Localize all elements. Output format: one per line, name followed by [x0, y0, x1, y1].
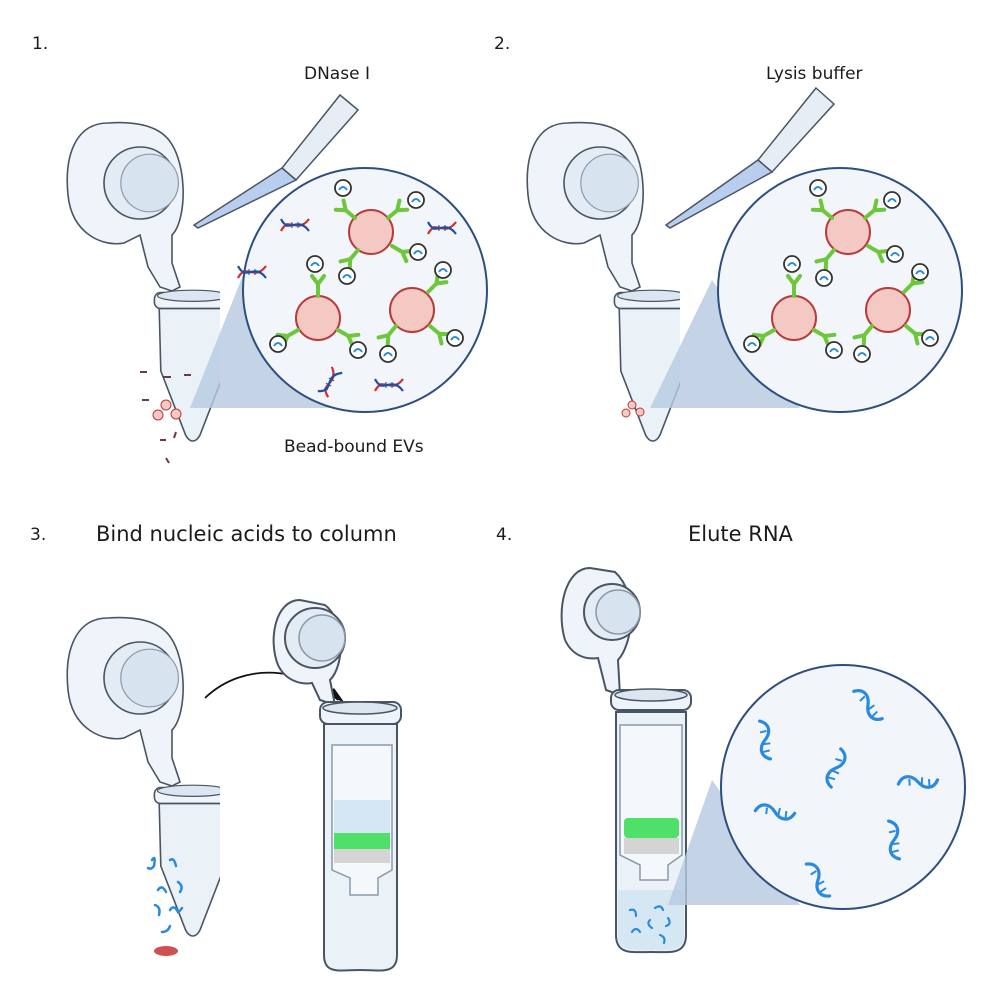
step-3-title: Bind nucleic acids to column — [96, 522, 397, 546]
spin-column-icon — [272, 598, 402, 972]
step-1-number: 1. — [32, 34, 49, 54]
magnifier-circle-icon — [720, 664, 966, 910]
rna-strand-icon — [146, 856, 184, 934]
pipette-tip-icon — [192, 93, 360, 229]
rna-strand-icon — [628, 905, 671, 945]
pipette-tip-icon — [664, 86, 836, 229]
step-4-panel — [560, 566, 966, 954]
spin-column-icon — [560, 566, 692, 954]
magnetic-bead-icon — [771, 295, 817, 341]
step-4-number: 4. — [496, 525, 513, 545]
step-4-title: Elute RNA — [688, 522, 793, 546]
pellet — [154, 946, 178, 956]
step-1-panel — [66, 93, 488, 464]
step-2-number: 2. — [494, 34, 511, 54]
tube-contents — [621, 400, 645, 418]
magnifier-circle-icon — [717, 167, 963, 413]
step-3-number: 3. — [30, 525, 47, 545]
microcentrifuge-tube-icon — [66, 616, 220, 937]
step-1-zoom-label: Bead-bound EVs — [284, 437, 424, 457]
step-3-panel — [66, 598, 402, 972]
step-2-reagent-label: Lysis buffer — [766, 64, 863, 84]
magnetic-bead-icon — [295, 295, 341, 341]
step-2-panel — [526, 86, 963, 442]
magnifier-circle-icon — [242, 167, 488, 413]
step-1-reagent-label: DNase I — [304, 64, 370, 84]
tube-contents — [140, 371, 191, 464]
